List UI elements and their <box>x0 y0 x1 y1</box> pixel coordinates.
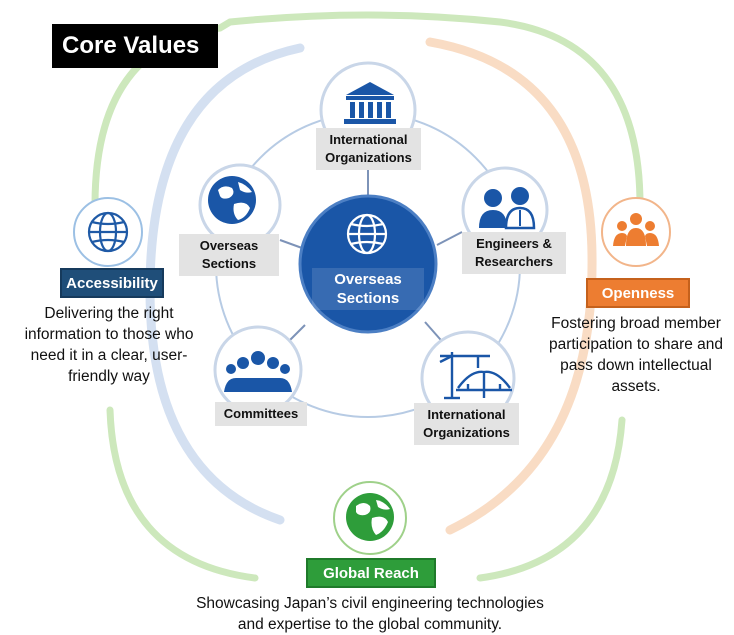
accessibility-badge: Accessibility <box>60 268 164 298</box>
center-label: Overseas Sections <box>312 268 424 310</box>
openness-desc-line3: pass down intellectual <box>560 357 712 374</box>
accessibility-desc-line3: need it in a clear, user- <box>30 347 188 364</box>
group-icon <box>224 351 292 392</box>
globe-icon <box>208 176 256 224</box>
accessibility-globe-icon <box>87 211 129 253</box>
openness-desc-line2: participation to share and <box>548 336 724 353</box>
accessibility-desc-line2: information to those who <box>24 326 194 343</box>
node-lower-left-line1: Committees <box>223 406 299 421</box>
node-upper-left-line2: Sections <box>201 256 257 271</box>
openness-desc-line1: Fostering broad member <box>551 315 721 332</box>
openness-desc-line4: assets. <box>611 378 661 395</box>
node-upper-left-line1: Overseas <box>199 238 259 253</box>
center-label-line2: Sections <box>336 290 400 307</box>
openness-people-icon <box>613 213 659 246</box>
center-label-line1: Overseas <box>334 271 402 288</box>
global-reach-desc-line1: Showcasing Japan’s civil engineering tec… <box>196 595 544 612</box>
center-globe-icon <box>346 213 388 255</box>
node-label-top: International Organizations <box>316 128 421 170</box>
node-lower-right-line1: International <box>427 407 506 422</box>
node-label-lower-right: International Organizations <box>414 403 519 445</box>
people-icon <box>479 187 536 230</box>
node-label-upper-right: Engineers & Researchers <box>462 232 566 274</box>
bridge-crane-icon <box>439 352 512 400</box>
openness-badge: Openness <box>586 278 690 308</box>
center-circle <box>298 194 438 334</box>
global-reach-badge: Global Reach <box>306 558 436 588</box>
accessibility-desc-line1: Delivering the right <box>44 305 174 322</box>
node-upper-right-line1: Engineers & <box>476 236 552 251</box>
blue-arc <box>145 43 305 525</box>
node-top-line1: International <box>329 132 408 147</box>
node-label-upper-left: Overseas Sections <box>179 234 279 276</box>
building-icon <box>344 82 396 124</box>
node-upper-right-line2: Researchers <box>474 254 554 269</box>
node-top-line2: Organizations <box>325 150 412 165</box>
node-lower-right-line2: Organizations <box>423 425 510 440</box>
accessibility-desc-line4: friendly way <box>68 368 150 385</box>
accessibility-description: Delivering the right information to thos… <box>6 303 212 387</box>
earth-icon <box>346 493 394 541</box>
global-reach-desc-line2: and expertise to the global community. <box>237 616 503 633</box>
outer-green-frame <box>91 11 644 582</box>
page-title: Core Values <box>52 24 218 68</box>
orange-arc <box>425 37 597 535</box>
openness-description: Fostering broad member participation to … <box>542 313 730 397</box>
node-label-lower-left: Committees <box>215 402 307 426</box>
